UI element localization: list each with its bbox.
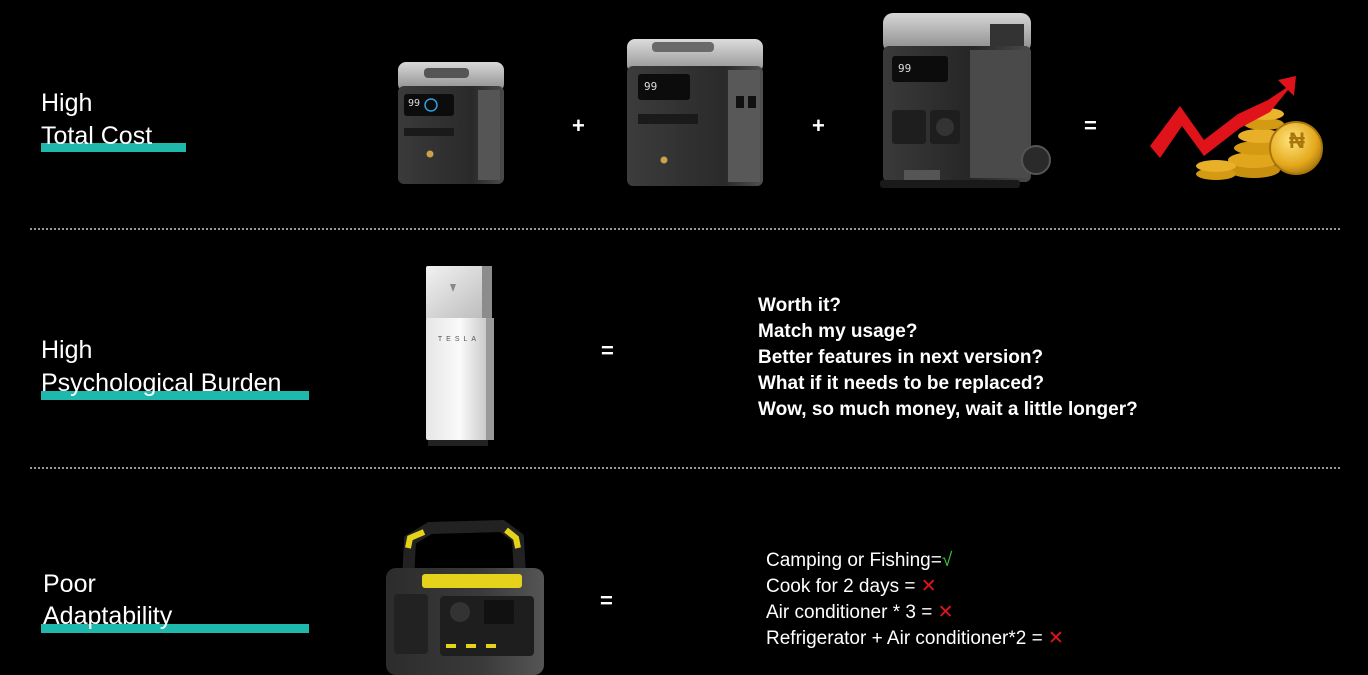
medium-power-station-image: 99 <box>624 36 766 190</box>
portable-power-station-image <box>380 518 550 675</box>
row2-underline <box>41 391 309 400</box>
section-divider-2 <box>30 467 1340 469</box>
equals-operator-3: = <box>600 588 613 613</box>
doubt-item: Match my usage? <box>758 321 918 342</box>
check-mark-icon: √ <box>941 550 953 571</box>
cross-mark-icon: ✕ <box>1048 628 1064 649</box>
doubts-list: Worth it? Match my usage? Better feature… <box>758 293 1138 423</box>
row1-label-line2: Total Cost <box>41 122 153 150</box>
row1-underline <box>41 143 186 152</box>
coin-symbol: ₦ <box>1289 128 1305 153</box>
equals-operator-2: = <box>601 338 614 363</box>
row1-label-line1: High <box>41 89 93 117</box>
small-power-station-display: 99 <box>408 98 421 109</box>
scenario-item: Air conditioner * 3 = ✕ <box>766 600 1064 626</box>
row3-underline <box>41 624 309 633</box>
small-power-station-image: 99 <box>394 58 510 188</box>
wall-battery-image: TESLA <box>422 262 498 452</box>
doubt-item: Better features in next version? <box>758 347 1044 368</box>
section-divider-1 <box>30 228 1340 230</box>
medium-power-station-display: 99 <box>644 80 658 93</box>
tesla-brand-text: TESLA <box>437 336 481 343</box>
large-power-station-image: 99 <box>880 10 1052 192</box>
doubt-item: Wow, so much money, wait a little longer… <box>758 399 1138 420</box>
scenario-item: Refrigerator + Air conditioner*2 = ✕ <box>766 626 1064 652</box>
rising-cost-arrow-icon: ₦ <box>1146 74 1326 184</box>
doubt-item: What if it needs to be replaced? <box>758 373 1045 394</box>
scenario-item: Cook for 2 days = ✕ <box>766 574 1064 600</box>
plus-operator-1: + <box>572 113 585 138</box>
row3-label-line2: Adaptability <box>43 602 173 630</box>
row3-label-line1: Poor <box>43 570 96 598</box>
row2-label-line2: Psychological Burden <box>41 369 282 397</box>
plus-operator-2: + <box>812 113 825 138</box>
large-power-station-display: 99 <box>898 62 912 75</box>
cross-mark-icon: ✕ <box>920 576 937 597</box>
scenario-text: Air conditioner * 3 = <box>766 602 938 623</box>
scenario-text: Refrigerator + Air conditioner*2 = <box>766 628 1048 649</box>
doubt-item: Worth it? <box>758 295 842 316</box>
scenario-list: Camping or Fishing=√ Cook for 2 days = ✕… <box>766 548 1064 652</box>
scenario-text: Cook for 2 days = <box>766 576 921 597</box>
cross-mark-icon: ✕ <box>937 602 954 623</box>
scenario-text: Camping or Fishing= <box>766 550 942 571</box>
scenario-item: Camping or Fishing=√ <box>766 548 1064 574</box>
equals-operator-1: = <box>1084 113 1097 138</box>
row2-label-line1: High <box>41 336 93 364</box>
